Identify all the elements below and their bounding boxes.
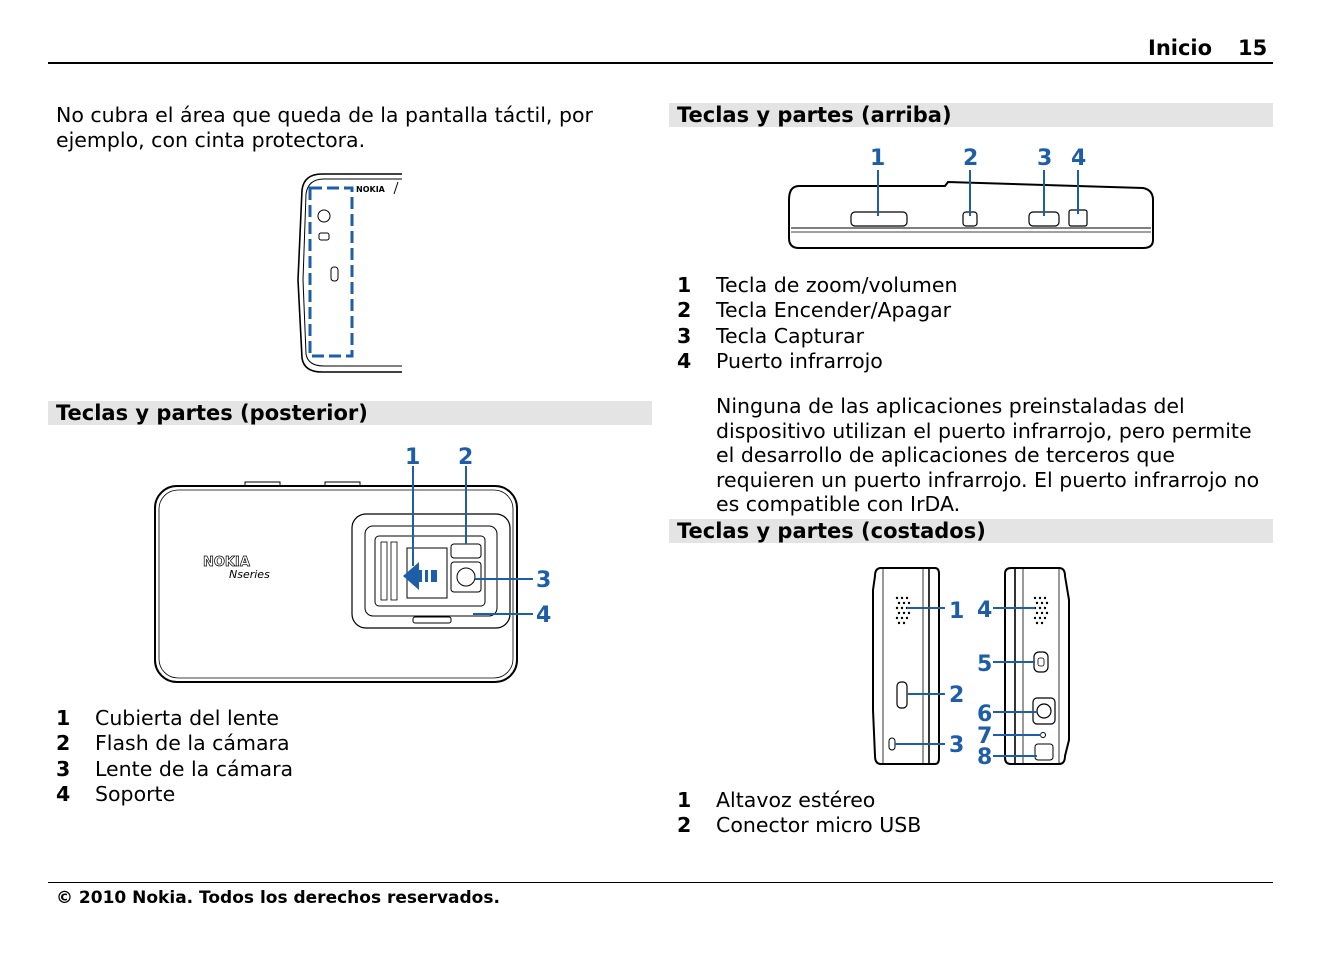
top-callout-4: 4 xyxy=(1071,146,1086,171)
rear-callout-1: 1 xyxy=(405,445,420,470)
sides-callout-4: 4 xyxy=(977,598,992,623)
sides-callout-2: 2 xyxy=(949,683,964,708)
infrared-note: Ninguna de las aplicaciones preinstalada… xyxy=(716,394,1260,516)
rear-figure: 1 2 3 4 NOKIA Nseries xyxy=(154,445,551,683)
top-callout-1: 1 xyxy=(870,146,885,171)
top-callout-3: 3 xyxy=(1037,146,1052,171)
rear-callout-4: 4 xyxy=(536,603,551,628)
screen-area-figure: NOKIA xyxy=(297,173,402,373)
top-section-title: Teclas y partes (arriba) xyxy=(669,103,1273,127)
sides-figure: 1 2 3 4 5 6 7 8 xyxy=(872,567,1070,770)
sides-callout-5: 5 xyxy=(977,652,992,677)
rear-section-title: Teclas y partes (posterior) xyxy=(48,401,652,425)
top-callout-2: 2 xyxy=(963,146,978,171)
sides-callout-7: 7 xyxy=(977,724,992,749)
footer-copyright: © 2010 Nokia. Todos los derechos reserva… xyxy=(56,888,500,908)
sides-callout-3: 3 xyxy=(949,733,964,758)
rear-callout-2: 2 xyxy=(458,445,473,470)
page-number: 15 xyxy=(1238,36,1268,60)
rear-callout-3: 3 xyxy=(536,568,551,593)
footer-rule xyxy=(48,882,1273,883)
rear-series-logo: Nseries xyxy=(229,568,270,581)
top-figure-brand: NOKIA xyxy=(356,185,386,194)
sides-callout-1: 1 xyxy=(949,599,964,624)
rear-brand-logo: NOKIA xyxy=(203,555,250,570)
sides-callout-8: 8 xyxy=(977,745,992,770)
header-section: Inicio xyxy=(1148,36,1213,60)
top-figure: 1 2 3 4 xyxy=(788,146,1154,249)
sides-callout-6: 6 xyxy=(977,702,992,727)
header-rule xyxy=(48,62,1273,64)
sides-section-title: Teclas y partes (costados) xyxy=(669,519,1273,543)
intro-paragraph: No cubra el área que queda de la pantall… xyxy=(56,103,593,152)
